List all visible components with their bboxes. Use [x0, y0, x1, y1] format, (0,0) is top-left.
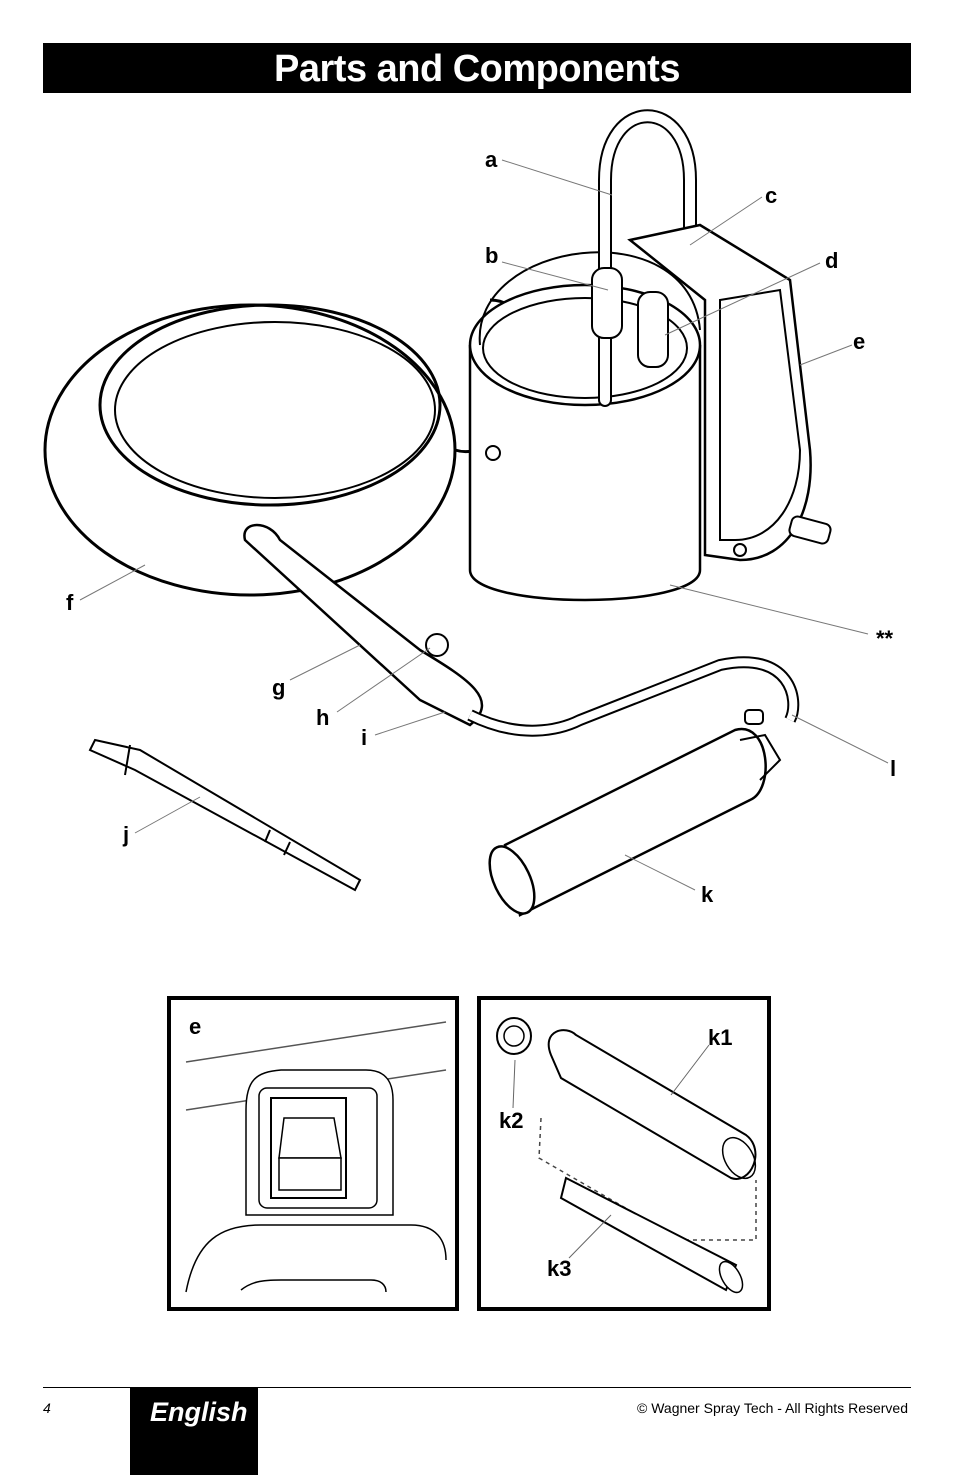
- label-i: i: [361, 725, 367, 750]
- label-b: b: [485, 243, 498, 268]
- hose-coil-mid: [98, 303, 442, 507]
- inset-e-label: e: [189, 1014, 201, 1039]
- copyright-notice: © Wagner Spray Tech - All Rights Reserve…: [637, 1400, 908, 1416]
- label-f: f: [66, 590, 74, 615]
- label-j: j: [122, 822, 129, 847]
- page-title: Parts and Components: [274, 48, 680, 90]
- label-g: g: [272, 675, 285, 700]
- pump-unit: [627, 223, 832, 562]
- extension-pole: [88, 738, 362, 892]
- clip-b: [591, 267, 623, 339]
- label-e: e: [853, 329, 865, 354]
- switch-illustration: e: [185, 1014, 447, 1293]
- label-h: h: [316, 705, 329, 730]
- inset-k1-label: k1: [708, 1025, 732, 1050]
- hose-coil-outer: [43, 303, 457, 597]
- label-c: c: [765, 183, 777, 208]
- label-l: l: [890, 756, 896, 781]
- language-tab: English: [130, 1387, 258, 1475]
- end-cap-icon: [496, 1017, 532, 1055]
- inset-k2-label: k2: [499, 1108, 523, 1133]
- roller-cover: [488, 709, 782, 917]
- roller-cover-icon: [547, 1029, 757, 1180]
- label-k: k: [701, 882, 714, 907]
- inset-roller: k1 k2 k3: [477, 996, 771, 1311]
- title-bar: Parts and Components: [43, 43, 911, 93]
- label-a: a: [485, 147, 498, 172]
- footer-rule: [43, 1387, 911, 1388]
- roller-frame-icon: [559, 1176, 744, 1294]
- hose-coil-inner: [114, 321, 436, 499]
- clip-d: [637, 291, 669, 368]
- inset-switch: e: [167, 996, 459, 1311]
- handle-assembly: [243, 523, 800, 737]
- roller-components-illustration: k1 k2 k3: [496, 1017, 757, 1294]
- parts-illustration: a b c d e f ** g h i l j k: [43, 109, 896, 917]
- language-label: English: [150, 1397, 248, 1427]
- label-d: d: [825, 248, 838, 273]
- inset-k3-label: k3: [547, 1256, 571, 1281]
- label-paint-can: **: [876, 626, 894, 651]
- page-number: 4: [43, 1400, 51, 1416]
